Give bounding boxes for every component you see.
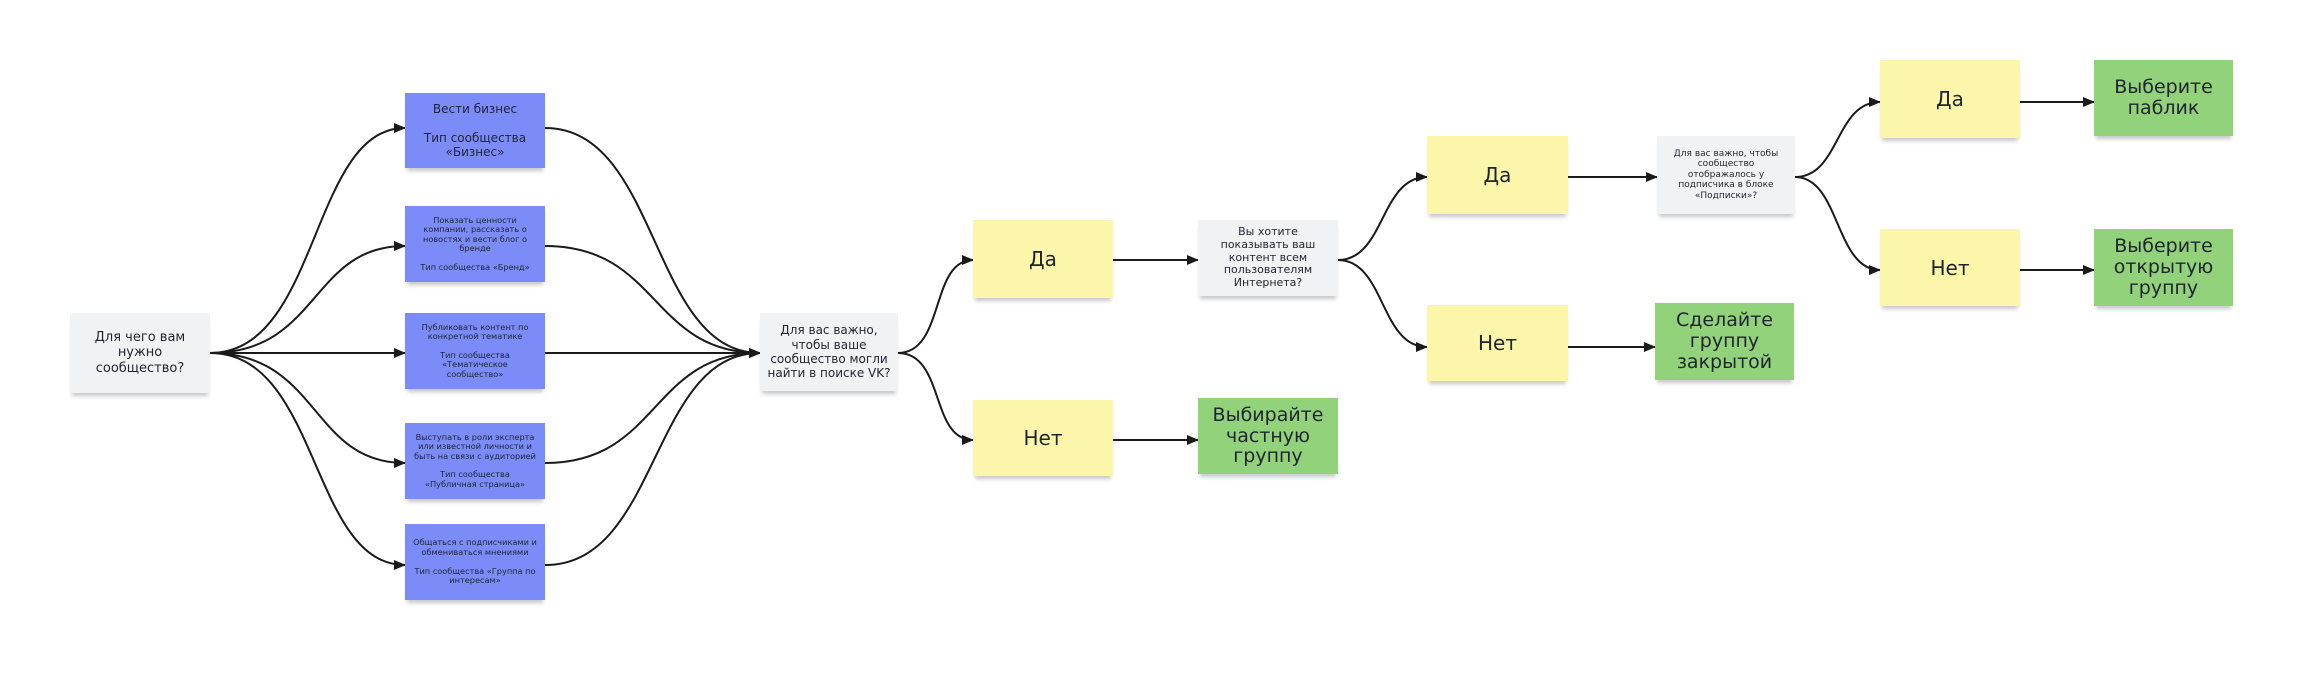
internet-no-note[interactable]: Нет: [1427, 305, 1568, 381]
subscriptions-question-text: Для вас важно, чтобы сообщество отобража…: [1673, 149, 1779, 201]
search-question-note[interactable]: Для вас важно, чтобы ваше сообщество мог…: [760, 313, 898, 391]
purpose-brand-note[interactable]: Показать ценности компании, рассказать о…: [405, 206, 545, 282]
edge-start-interest: [209, 352, 406, 570]
edge-qinternet-no: [1337, 259, 1428, 352]
internet-question-text: Вы хотите показывать ваш контент всем по…: [1220, 224, 1316, 290]
result-public-note[interactable]: Выберите паблик: [2094, 60, 2233, 136]
result-open-text: Выберите открытую группу: [2113, 235, 2214, 299]
edge-start-brand: [209, 241, 406, 354]
purpose-business-note[interactable]: Вести бизнес Тип сообщества «Бизнес»: [405, 93, 545, 168]
internet-no-text: Нет: [1478, 331, 1517, 355]
purpose-brand-text: Показать ценности компании, рассказать о…: [420, 214, 530, 272]
edge-start-public: [209, 352, 406, 468]
subscriptions-no-text: Нет: [1930, 255, 1970, 280]
edge-qsubs-yes: [1794, 97, 1881, 178]
purpose-public-text: Выступать в роли эксперта или известной …: [414, 431, 536, 489]
purpose-interest-note[interactable]: Общаться с подписчиками и обмениваться м…: [405, 524, 545, 600]
purpose-business-text: Вести бизнес Тип сообщества «Бизнес»: [423, 101, 527, 159]
internet-question-note[interactable]: Вы хотите показывать ваш контент всем по…: [1198, 220, 1338, 296]
purpose-interest-text: Общаться с подписчиками и обмениваться м…: [413, 537, 537, 586]
result-open-note[interactable]: Выберите открытую группу: [2094, 229, 2233, 306]
edge-start-business: [209, 123, 406, 354]
subscriptions-question-note[interactable]: Для вас важно, чтобы сообщество отобража…: [1657, 136, 1795, 214]
result-closed-note[interactable]: Сделайте группу закрытой: [1655, 303, 1794, 380]
purpose-public-note[interactable]: Выступать в роли эксперта или известной …: [405, 423, 545, 499]
edge-brand-qsearch: [544, 245, 761, 358]
subscriptions-yes-text: Да: [1936, 87, 1964, 111]
subscriptions-no-note[interactable]: Нет: [1880, 229, 2020, 306]
result-private-text: Выбирайте частную группу: [1212, 403, 1324, 468]
result-closed-text: Сделайте группу закрытой: [1676, 309, 1773, 373]
edge-business-qsearch: [544, 127, 761, 358]
search-no-text: Нет: [1023, 426, 1063, 450]
result-private-note[interactable]: Выбирайте частную группу: [1198, 398, 1338, 474]
search-question-text: Для вас важно, чтобы ваше сообщество мог…: [767, 323, 891, 381]
edge-qsearch-yes: [897, 255, 974, 354]
edge-qsearch-no: [897, 352, 974, 445]
subscriptions-yes-note[interactable]: Да: [1880, 60, 2020, 138]
edge-qinternet-yes: [1337, 172, 1428, 261]
search-yes-text: Да: [1029, 247, 1057, 271]
edge-public-qsearch: [544, 348, 761, 464]
edge-interest-qsearch: [544, 348, 761, 566]
start-question-note[interactable]: Для чего вам нужно сообщество?: [70, 313, 210, 393]
purpose-thematic-text: Публиковать контент по конкретной темати…: [421, 321, 529, 379]
internet-yes-text: Да: [1483, 163, 1512, 187]
result-public-text: Выберите паблик: [2114, 76, 2213, 119]
internet-yes-note[interactable]: Да: [1427, 136, 1568, 214]
search-yes-note[interactable]: Да: [973, 220, 1113, 298]
start-question-text: Для чего вам нужно сообщество?: [94, 329, 186, 376]
edge-qsubs-no: [1794, 176, 1881, 275]
purpose-thematic-note[interactable]: Публиковать контент по конкретной темати…: [405, 313, 545, 389]
search-no-note[interactable]: Нет: [973, 400, 1113, 476]
